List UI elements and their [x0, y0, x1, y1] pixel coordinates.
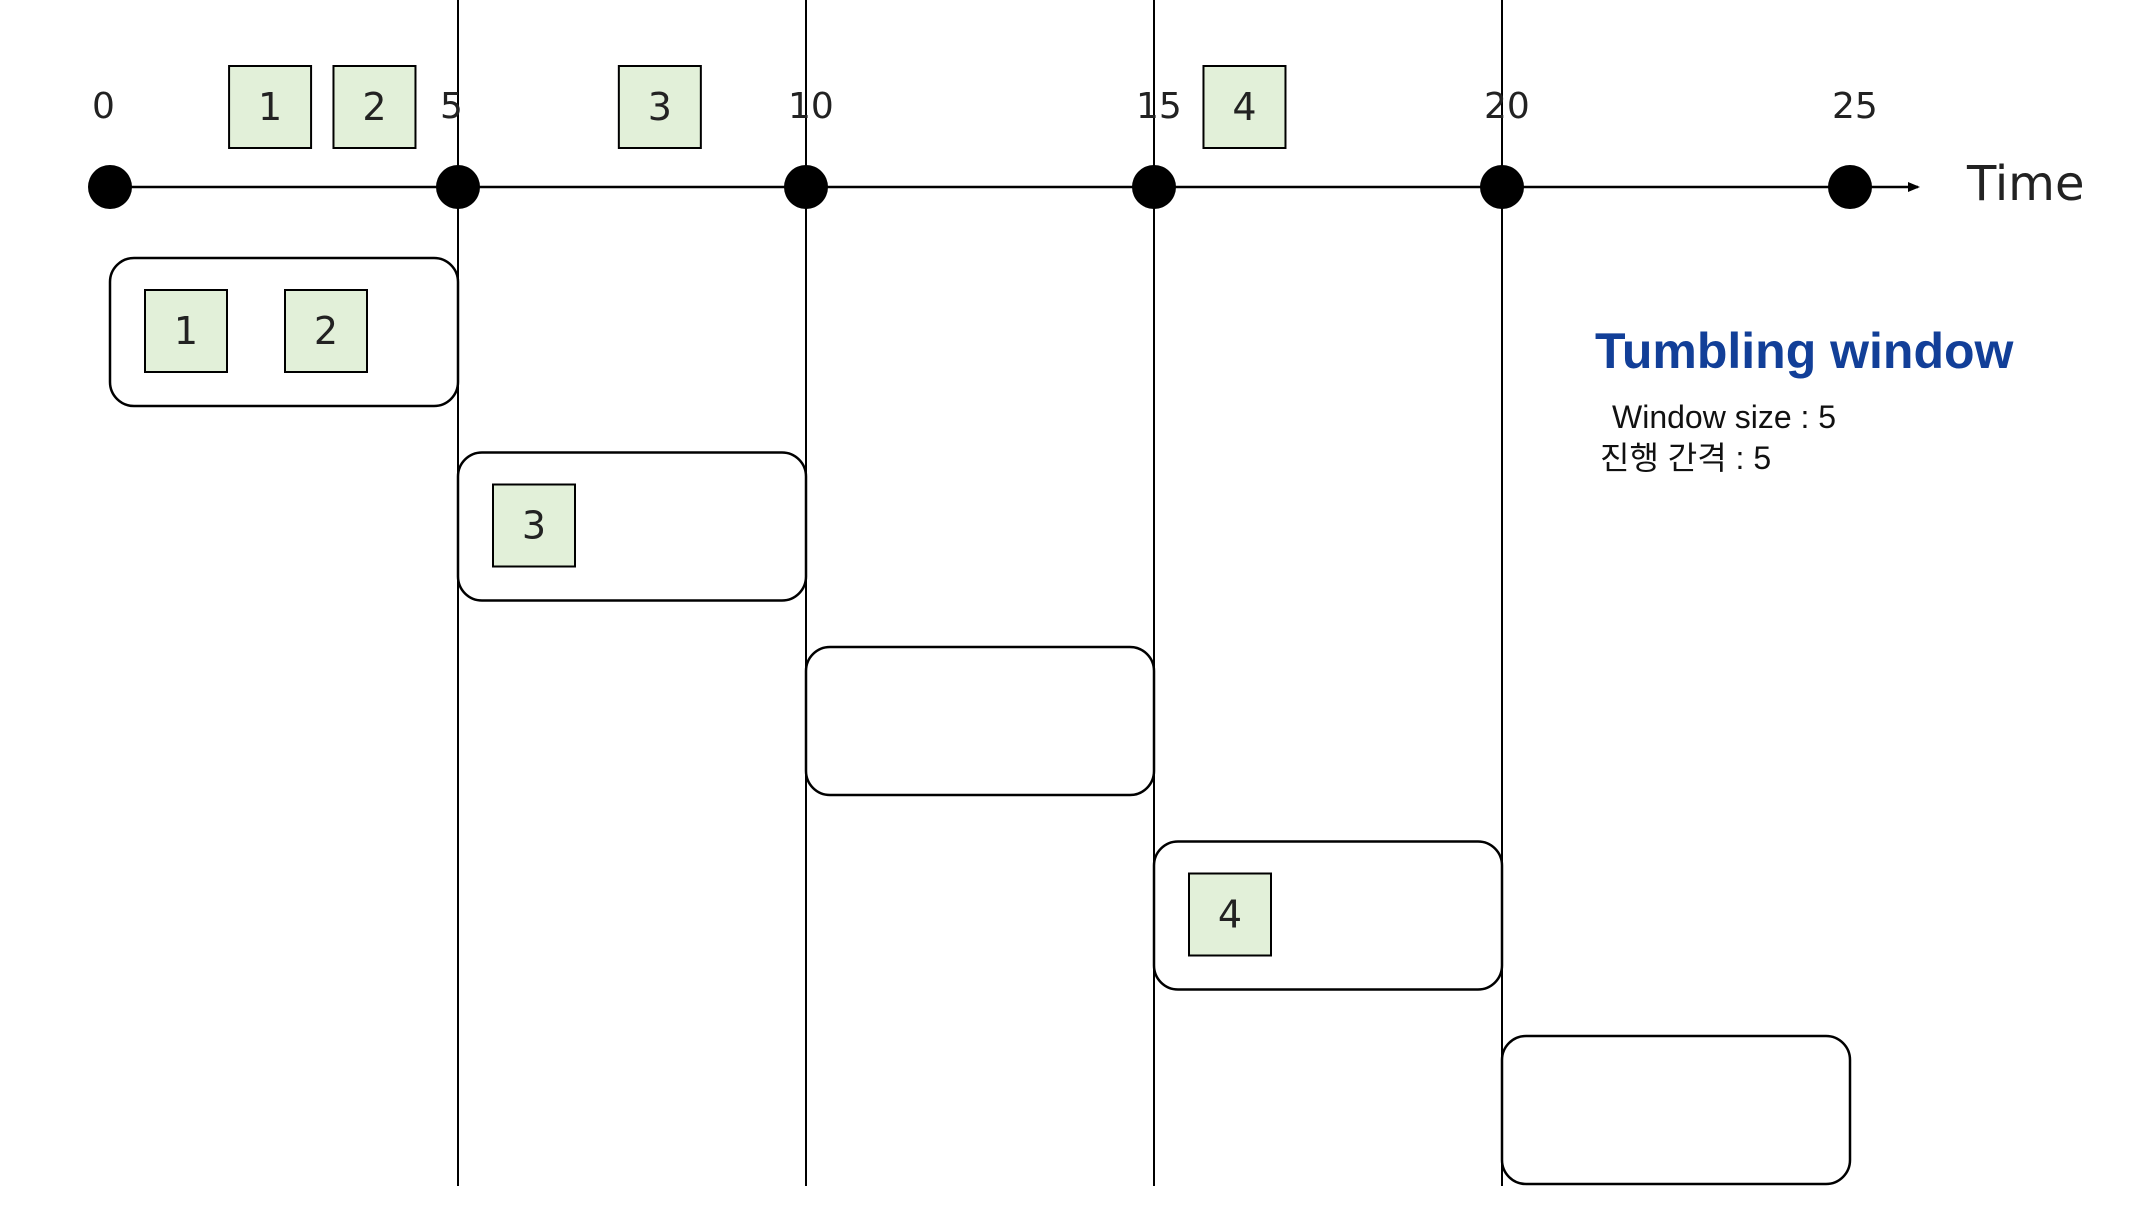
tick-label-0: 0 — [92, 86, 115, 127]
event-label-3: 3 — [648, 85, 672, 129]
time-ticks: 0 5 10 15 20 25 — [88, 86, 1878, 209]
event-box-2 — [332, 65, 417, 149]
event-label-1: 1 — [258, 85, 282, 129]
tick-dot-15 — [1132, 165, 1176, 209]
window-event-box-2 — [284, 289, 368, 373]
tick-dot-10 — [784, 165, 828, 209]
event-box-3 — [617, 65, 702, 149]
event-timeline: 1 2 3 4 — [228, 65, 1287, 149]
window-size-text: Window size : 5 — [1612, 399, 1836, 435]
event-box-4 — [1202, 65, 1287, 149]
tick-label-10: 10 — [788, 86, 834, 127]
tick-dot-20 — [1480, 165, 1524, 209]
time-axis-label: Time — [1966, 156, 2084, 212]
event-box-1 — [228, 65, 313, 149]
tick-dot-5 — [436, 165, 480, 209]
tick-label-25: 25 — [1832, 86, 1878, 127]
tick-label-20: 20 — [1484, 86, 1530, 127]
window-event-label-4: 4 — [1218, 893, 1242, 937]
window-event-label-1: 1 — [174, 309, 198, 353]
window-event-box-1 — [144, 289, 228, 373]
tick-label-5: 5 — [440, 86, 463, 127]
window-box-10-15 — [804, 645, 1156, 797]
advance-interval-text: 진행 간격 : 5 — [1600, 440, 1771, 476]
window-event-label-2: 2 — [314, 309, 338, 353]
window-event-box-3 — [492, 483, 576, 568]
window-box-20-25 — [1500, 1034, 1852, 1186]
window-event-label-3: 3 — [522, 504, 546, 548]
tick-dot-0 — [88, 165, 132, 209]
tick-dot-25 — [1828, 165, 1872, 209]
event-label-4: 4 — [1232, 85, 1256, 129]
window-event-box-4 — [1188, 872, 1272, 957]
window-rows: 1 2 3 4 — [108, 256, 1852, 1186]
tick-label-15: 15 — [1136, 86, 1182, 127]
event-label-2: 2 — [362, 85, 386, 129]
diagram-title: Tumbling window — [1595, 323, 2014, 379]
